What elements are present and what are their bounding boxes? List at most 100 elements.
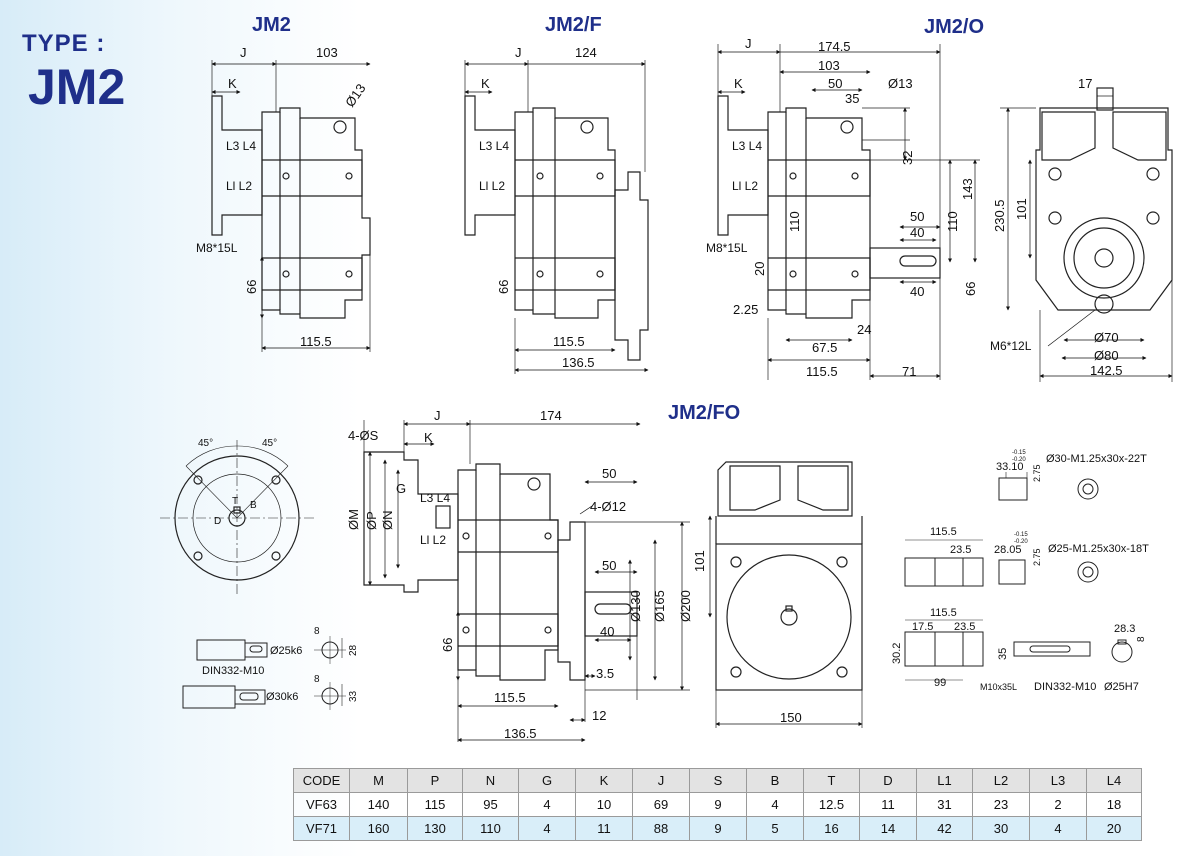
table-cell: 4 — [518, 816, 576, 841]
dim-24-o: 24 — [857, 322, 871, 337]
dim-235-a: 23.5 — [950, 544, 971, 556]
dim-103-o: 103 — [818, 58, 840, 73]
dim-115: 115.5 — [300, 334, 332, 349]
table-header: D — [859, 768, 917, 793]
key-25: Ø25k6 — [270, 645, 302, 657]
dim-70-end: Ø70 — [1094, 330, 1119, 345]
dim-66-fo: 66 — [440, 638, 455, 652]
dim-115-f: 115.5 — [553, 334, 585, 349]
dim-t: T — [232, 496, 238, 507]
dim-66: 66 — [244, 280, 259, 294]
dim-l1l2-fo: Ll L2 — [420, 533, 446, 547]
table-cell: 9 — [689, 816, 747, 841]
dim-235-b: 23.5 — [954, 621, 975, 633]
input-shaft-keys — [182, 636, 346, 710]
table-cell: 140 — [349, 792, 408, 817]
dim-screw-o: M8*15L — [706, 241, 748, 255]
dim-b: B — [250, 500, 257, 511]
dim-40-fo: 40 — [600, 624, 614, 639]
dim-136-fo: 136.5 — [504, 726, 537, 741]
dim-j: J — [240, 45, 247, 60]
dim-150-fo-end: 150 — [780, 710, 802, 725]
table-cell: 16 — [803, 816, 860, 841]
dim-35-shaft: 35 — [997, 648, 1009, 660]
dim-110-o: 110 — [787, 211, 802, 232]
dim-675-o: 67.5 — [812, 340, 837, 355]
dim-50b-o: 50 — [910, 209, 924, 224]
view-title-jm2fo: JM2/FO — [668, 402, 741, 424]
table-row: VF71 160 130 110 4 11 88 9 5 16 14 42 30… — [293, 816, 1142, 841]
dim-33: 33 — [348, 690, 359, 702]
dim-12-fo: 12 — [592, 708, 606, 723]
view-title-jm2o: JM2/O — [924, 16, 985, 38]
dim-28: 28 — [348, 644, 359, 656]
type-label: TYPE : — [22, 30, 106, 57]
jm2o-end-dimension-lines — [1005, 95, 1173, 379]
dim-k-o: K — [734, 76, 743, 91]
table-header: L4 — [1086, 768, 1142, 793]
dim-66-o: 66 — [963, 282, 978, 296]
jm2fo-dimension-lines — [367, 421, 685, 743]
table-header-row: CODE M P N G K J S B T D L1 L2 L3 L4 — [293, 768, 1142, 793]
table-header: G — [518, 768, 576, 793]
jm2o-end-view — [1000, 87, 1173, 382]
dim-40b-o: 40 — [910, 284, 924, 299]
table-cell: VF63 — [293, 792, 350, 817]
dim-hole-o: Ø13 — [888, 76, 913, 91]
dim-32-o: 32 — [900, 151, 915, 165]
jm2f-dimension-lines — [464, 61, 649, 373]
table-cell: 4 — [518, 792, 576, 817]
dim-50-fo: 50 — [602, 466, 616, 481]
table-header: S — [689, 768, 747, 793]
dim-g-fo: G — [396, 481, 406, 496]
dim-130-fo: Ø130 — [628, 590, 643, 622]
table-cell: 12.5 — [803, 792, 860, 817]
dim-l1l2: Ll L2 — [226, 179, 252, 193]
jm2-side-view — [211, 60, 371, 352]
angle-45-right: 45° — [262, 438, 277, 449]
table-cell: 160 — [349, 816, 408, 841]
dim-l3l4-fo: L3 L4 — [420, 491, 450, 505]
type-name: JM2 — [28, 59, 126, 115]
dim-j-o: J — [745, 36, 752, 51]
table-header: L3 — [1029, 768, 1087, 793]
table-cell: 69 — [632, 792, 690, 817]
table-cell: 110 — [462, 816, 519, 841]
dim-holes-fo: 4-Ø12 — [590, 499, 626, 514]
dim-l3l4-f: L3 L4 — [479, 139, 509, 153]
dim-174-fo: 174 — [540, 408, 562, 423]
table-cell: 30 — [972, 816, 1030, 841]
dim-35-fo: 3.5 — [596, 666, 614, 681]
tol-3: -0.15 — [1014, 532, 1028, 538]
table-cell: 9 — [689, 792, 747, 817]
dim-143-o: 143 — [960, 178, 975, 200]
table-cell: 23 — [972, 792, 1030, 817]
flange-face-view — [160, 440, 314, 596]
tol-4: -0.20 — [1014, 539, 1028, 545]
dim-j-fo: J — [434, 408, 441, 423]
dim-17-end: 17 — [1078, 76, 1092, 91]
dim-175: 17.5 — [912, 621, 933, 633]
dim-m-fo: ØM — [346, 509, 361, 530]
spline-30: Ø30-M1.25x30x-22T — [1046, 453, 1147, 465]
table-header: J — [632, 768, 690, 793]
key-30: Ø30k6 — [266, 691, 298, 703]
dim-225-o: 2.25 — [733, 302, 758, 317]
jm2f-side-view — [464, 60, 649, 374]
dim-1425-end: 142.5 — [1090, 363, 1123, 378]
dim-50b-fo: 50 — [602, 558, 616, 573]
table-header: P — [407, 768, 463, 793]
table-header: CODE — [293, 768, 350, 793]
table-header: L2 — [972, 768, 1030, 793]
jm2fo-end-dimension-lines — [707, 515, 863, 727]
din-label-a: DIN332-M10 — [202, 665, 264, 677]
dim-50-o: 50 — [828, 76, 842, 91]
dim-101-end: 101 — [1014, 198, 1029, 220]
dim-screw: M8*15L — [196, 241, 238, 255]
table-row: VF63 140 115 95 4 10 69 9 4 12.5 11 31 2… — [293, 792, 1142, 817]
dim-2805: 28.05 — [994, 544, 1022, 556]
dim-8-shaft: 8 — [1136, 636, 1147, 642]
dim-l1l2-o: Ll L2 — [732, 179, 758, 193]
table-cell: 20 — [1086, 816, 1142, 841]
